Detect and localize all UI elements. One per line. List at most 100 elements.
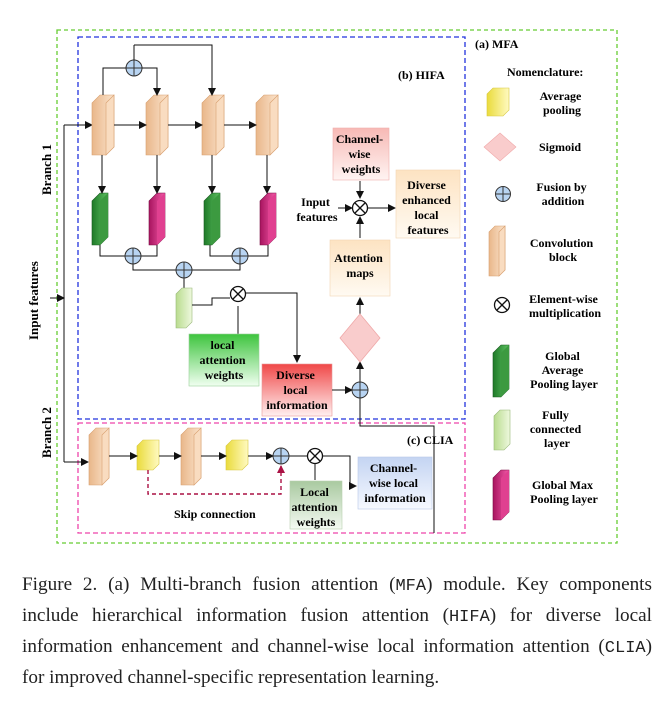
clia-connectors xyxy=(109,452,357,490)
clia-blocks xyxy=(88,427,249,486)
channel-wise-local-information-l3: information xyxy=(364,491,426,505)
multiply-icon xyxy=(351,199,369,217)
svg-text:Global Max Pooling layer: Global Max Pooling layer xyxy=(530,478,598,506)
legend-fusion-icon xyxy=(495,186,511,202)
svg-text:Fully connected la: Fully connected layer xyxy=(530,408,584,450)
legend-convolution-block-icon xyxy=(488,225,506,277)
legend-average-pooling-icon xyxy=(486,87,510,117)
svg-text:local attention weight: local attention weights xyxy=(200,338,249,382)
diverse-local-information-l3: information xyxy=(266,398,328,412)
hifa-border xyxy=(77,36,466,420)
caption-term-hifa: HIFA xyxy=(448,608,490,627)
diverse-enhanced-l3: local xyxy=(415,208,440,222)
legend-label: addition xyxy=(542,194,585,208)
legend-multiply-icon xyxy=(493,296,511,314)
hifa-fc-connectors xyxy=(192,292,301,363)
legend-label: Global xyxy=(545,349,580,363)
fusion-icon xyxy=(125,59,143,77)
caption-part: ) for diverse local information enhancem… xyxy=(22,605,652,657)
global-average-pooling-layer xyxy=(91,192,109,246)
legend-label: Average xyxy=(542,363,584,377)
legend-fully-connected-icon xyxy=(493,409,511,451)
legend-label: Fusion by xyxy=(536,180,586,194)
svg-text:Global Average Poo: Global Average Pooling layer xyxy=(530,349,598,391)
mfa-title: (a) MFA xyxy=(475,37,519,51)
branch1-label: Branch 1 xyxy=(39,144,54,195)
legend-label: Pooling layer xyxy=(530,492,598,506)
legend-label: pooling xyxy=(543,103,581,117)
skip-connection-line xyxy=(147,465,285,495)
conv-block xyxy=(180,427,202,486)
legend-sigmoid-icon xyxy=(483,132,517,162)
legend-label: Sigmoid xyxy=(539,140,581,154)
caption-part: ) module. Key components include hierarc… xyxy=(22,574,652,626)
attention-maps-l1: Attention xyxy=(334,251,383,265)
hifa-conv-blocks xyxy=(91,94,279,156)
global-max-pooling-layer xyxy=(259,192,277,246)
legend-label: Average xyxy=(540,89,582,103)
svg-text:Input features: Input features xyxy=(296,195,337,224)
channel-wise-weights-box xyxy=(332,127,390,181)
svg-text:Fusion by addition: Fusion by addition xyxy=(536,180,589,208)
conv-block xyxy=(145,94,169,156)
legend-label: Element-wise xyxy=(529,292,598,306)
legend-label: layer xyxy=(544,436,571,450)
nomenclature-title: Nomenclature: xyxy=(507,65,583,79)
conv-block xyxy=(255,94,279,156)
clia-local-attention-weights-l1: Local xyxy=(300,485,329,499)
clia-local-attention-weights-box xyxy=(289,480,343,530)
mfa-border xyxy=(56,29,618,544)
legend-label: Global Max xyxy=(532,478,593,492)
sigmoid-shape xyxy=(339,313,381,363)
mfa-diagram: (a) MFA (b) HIFA (c) CLIA Nomenclature: … xyxy=(26,29,618,544)
local-attention-weights-l3: weights xyxy=(205,368,244,382)
svg-text:Channel- wise weights: Channel- wise weights xyxy=(336,132,386,176)
input-connectors xyxy=(50,121,93,466)
legend-global-average-pooling-icon xyxy=(492,344,510,398)
attention-maps-box xyxy=(329,239,391,297)
svg-text:Channel- wise local in: Channel- wise local information xyxy=(364,461,426,505)
diverse-enhanced-box xyxy=(395,169,461,239)
input-features-label: Input features xyxy=(26,261,41,340)
conv-block xyxy=(91,94,115,156)
channel-wise-weights-l3: weights xyxy=(342,162,381,176)
local-attention-weights-l2: attention xyxy=(200,353,246,367)
skip-connection-label: Skip connection xyxy=(174,507,256,521)
average-pooling xyxy=(136,439,160,471)
svg-text:Convolution block: Convolution block xyxy=(530,236,596,264)
fusion-icon xyxy=(272,447,290,465)
legend: Average pooling Sigmoid Fusion by additi… xyxy=(483,87,601,521)
caption-term-clia: CLIA xyxy=(604,639,646,658)
legend-global-max-pooling-icon xyxy=(492,469,510,521)
diverse-enhanced-l1: Diverse xyxy=(407,178,446,192)
fusion-icon xyxy=(175,261,193,279)
legend-label: block xyxy=(549,250,577,264)
diverse-enhanced-l4: features xyxy=(407,223,448,237)
svg-text:Element-wise multiplicat: Element-wise multiplication xyxy=(529,292,601,320)
svg-text:Diverse enhanced local: Diverse enhanced local features xyxy=(402,178,454,237)
average-pooling xyxy=(225,439,249,471)
svg-text:Diverse local informat: Diverse local information xyxy=(266,368,328,412)
clia-local-attention-weights-l3: weights xyxy=(297,515,336,529)
multiply-icon xyxy=(306,447,324,465)
fusion-icon xyxy=(351,381,369,399)
diverse-enhanced-l2: enhanced xyxy=(402,193,451,207)
global-average-pooling-layer xyxy=(203,192,221,246)
legend-label: Pooling layer xyxy=(530,377,598,391)
svg-text:Attention maps: Attention maps xyxy=(334,251,386,280)
channel-wise-weights-l2: wise xyxy=(349,147,372,161)
legend-label: Fully xyxy=(542,408,569,422)
svg-text:Local attention weight: Local attention weights xyxy=(292,485,341,529)
caption-part: Figure 2. (a) Multi-branch fusion attent… xyxy=(22,574,396,595)
caption-term-mfa: MFA xyxy=(395,577,427,596)
channel-wise-local-information-l2: wise local xyxy=(369,476,419,490)
branch2-label: Branch 2 xyxy=(39,407,54,458)
hifa-top-connectors xyxy=(102,44,257,129)
local-attention-weights-box xyxy=(188,333,260,387)
conv-block xyxy=(88,427,110,486)
hifa-title: (b) HIFA xyxy=(398,68,445,82)
channel-wise-weights-l1: Channel- xyxy=(336,132,383,146)
attention-maps-l2: maps xyxy=(346,266,374,280)
diverse-local-information-l1: Diverse xyxy=(276,368,315,382)
clia-title: (c) CLIA xyxy=(407,433,454,447)
